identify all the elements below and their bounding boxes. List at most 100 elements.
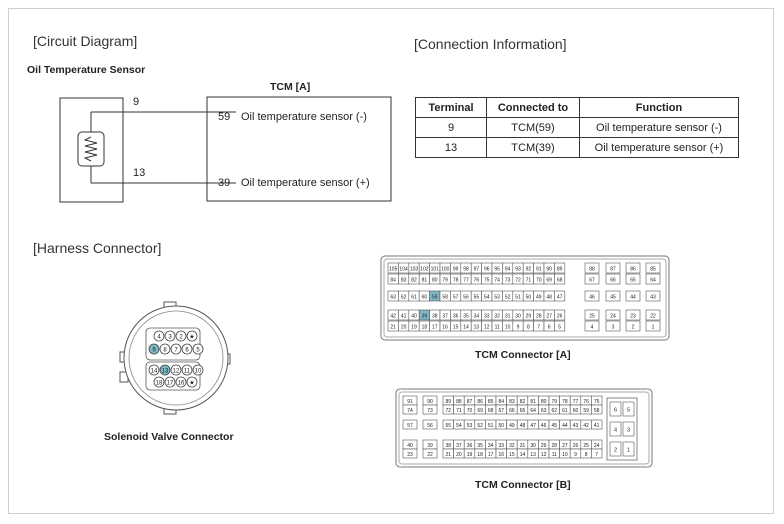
- pin-cell: 54: [481, 290, 493, 302]
- svg-text:17: 17: [167, 380, 174, 386]
- svg-text:11: 11: [495, 324, 500, 330]
- pin-cell: 16: [495, 448, 507, 459]
- svg-text:79: 79: [552, 399, 558, 405]
- pin-cell: 1: [645, 320, 661, 332]
- svg-text:39: 39: [422, 313, 428, 319]
- pin-cell: 65: [625, 273, 641, 285]
- pin-cell: 55: [470, 290, 482, 302]
- svg-text:47: 47: [530, 423, 536, 429]
- svg-text:49: 49: [536, 294, 542, 300]
- svg-text:36: 36: [453, 313, 459, 319]
- svg-text:97: 97: [474, 266, 480, 272]
- cell-function: Oil temperature sensor (+): [579, 137, 739, 158]
- svg-text:67: 67: [589, 277, 595, 283]
- pin-cell: 23: [625, 309, 641, 321]
- pin-cell: 53: [491, 290, 503, 302]
- svg-text:78: 78: [562, 399, 568, 405]
- pin-cell: 25: [580, 439, 592, 450]
- pin-cell: 70: [463, 404, 476, 415]
- pin-cell: 10: [559, 448, 571, 459]
- pin-cell: 83: [506, 395, 518, 406]
- pin-cell: 63: [538, 404, 550, 415]
- pin-cell: 82: [408, 273, 420, 285]
- pin-cell: 5: [622, 401, 635, 417]
- svg-text:90: 90: [546, 266, 552, 272]
- svg-text:49: 49: [509, 423, 515, 429]
- svg-text:70: 70: [536, 277, 542, 283]
- pin-cell: 37: [453, 439, 465, 450]
- pin-cell: 21: [442, 448, 454, 459]
- pin-cell: 59: [580, 404, 592, 415]
- pin-cell: 19: [408, 320, 420, 332]
- svg-text:45: 45: [610, 294, 616, 300]
- svg-text:★: ★: [189, 333, 194, 340]
- svg-text:66: 66: [610, 277, 616, 283]
- pin-cell: 81: [418, 273, 430, 285]
- svg-text:73: 73: [427, 408, 433, 414]
- svg-text:46: 46: [589, 294, 595, 300]
- pin-cell: 36: [450, 309, 462, 321]
- cell-terminal: 9: [415, 117, 487, 138]
- pin-cell: 31: [502, 309, 514, 321]
- svg-text:24: 24: [610, 313, 616, 319]
- diagram-frame: [8, 8, 774, 514]
- pin-cell: 35: [460, 309, 472, 321]
- svg-text:40: 40: [407, 443, 413, 449]
- pin-cell: 67: [495, 404, 507, 415]
- tcm-pin-59-label: Oil temperature sensor (-): [241, 111, 367, 123]
- pin-cell: 71: [453, 404, 465, 415]
- svg-text:72: 72: [515, 277, 521, 283]
- cell-function: Oil temperature sensor (-): [579, 117, 739, 138]
- svg-text:84: 84: [499, 399, 505, 405]
- svg-text:91: 91: [536, 266, 542, 272]
- svg-text:58: 58: [594, 408, 600, 414]
- pin-cell: 53: [463, 419, 476, 430]
- svg-text:60: 60: [422, 294, 428, 300]
- svg-text:50: 50: [499, 423, 505, 429]
- svg-text:86: 86: [477, 399, 483, 405]
- table-row: 13 TCM(39) Oil temperature sensor (+): [415, 137, 739, 158]
- svg-text:44: 44: [630, 294, 636, 300]
- svg-text:21: 21: [390, 324, 396, 330]
- pin-cell: 75: [591, 395, 603, 406]
- pin-cell: 11: [181, 364, 193, 376]
- sensor-title: Oil Temperature Sensor: [27, 64, 146, 76]
- pin-cell: 84: [387, 273, 399, 285]
- svg-text:31: 31: [520, 443, 526, 449]
- sensor-pin-9: 9: [133, 96, 140, 108]
- pin-cell: 32: [506, 439, 518, 450]
- pin-cell: 89: [442, 395, 454, 406]
- pin-cell: 43: [645, 290, 661, 302]
- svg-text:2: 2: [632, 324, 635, 330]
- pin-cell: 12: [481, 320, 493, 332]
- svg-text:16: 16: [178, 380, 185, 386]
- pin-cell: 13: [159, 364, 171, 376]
- pin-cell: 29: [522, 309, 534, 321]
- svg-text:51: 51: [515, 294, 521, 300]
- svg-text:5: 5: [627, 408, 630, 414]
- pin-cell: 88: [453, 395, 465, 406]
- pin-cell: 17: [429, 320, 441, 332]
- header-terminal: Terminal: [415, 97, 487, 118]
- svg-text:10: 10: [505, 324, 511, 330]
- pin-cell: 60: [418, 290, 430, 302]
- svg-text:9: 9: [517, 324, 520, 330]
- svg-text:14: 14: [151, 368, 158, 374]
- pin-cell: 34: [470, 309, 482, 321]
- svg-text:5: 5: [196, 347, 200, 353]
- pin-cell: 92: [522, 262, 534, 274]
- svg-text:26: 26: [557, 313, 563, 319]
- pin-cell: 52: [474, 419, 486, 430]
- svg-text:104: 104: [399, 266, 408, 272]
- svg-text:12: 12: [173, 368, 180, 374]
- svg-text:22: 22: [427, 452, 433, 458]
- pin-cell: 39: [422, 439, 438, 450]
- pin-cell: 3: [605, 320, 621, 332]
- pin-cell: 82: [516, 395, 529, 406]
- svg-text:24: 24: [594, 443, 600, 449]
- svg-text:31: 31: [505, 313, 511, 319]
- pin-cell: 16: [439, 320, 451, 332]
- pin-cell: 90: [422, 395, 438, 406]
- svg-text:14: 14: [463, 324, 469, 330]
